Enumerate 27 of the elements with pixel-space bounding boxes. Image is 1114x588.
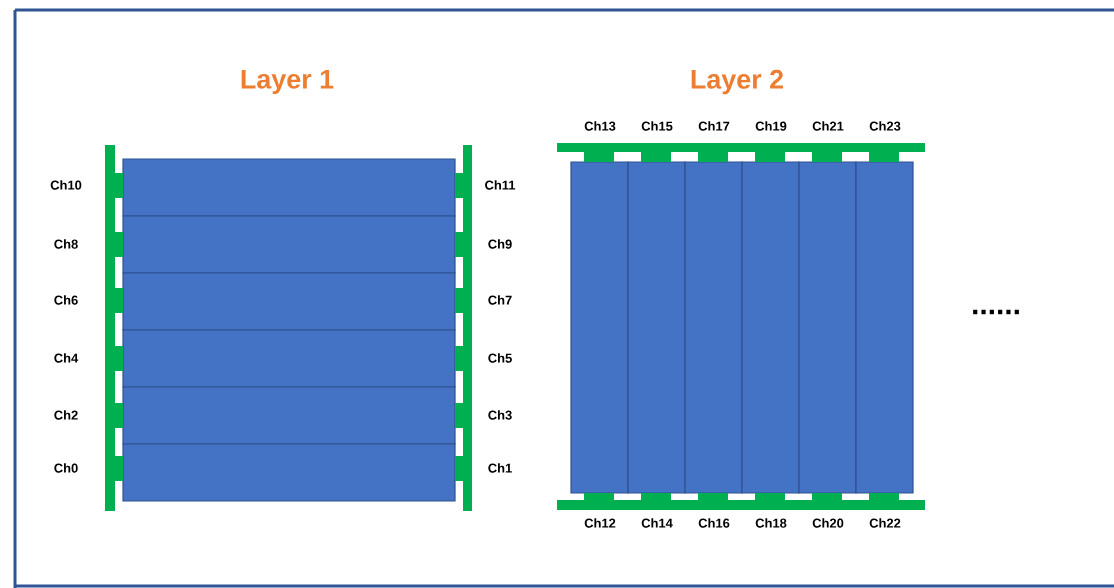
channel-label: Ch3 <box>488 410 512 420</box>
channel-label: Ch8 <box>54 239 78 249</box>
channel-label: Ch10 <box>50 180 82 190</box>
layer-title: Layer 2 <box>691 69 783 95</box>
channel-label: Ch6 <box>54 295 78 305</box>
channel-label: Ch12 <box>584 518 616 528</box>
channel-label: Ch9 <box>488 239 512 249</box>
channel-label: Ch18 <box>755 518 787 528</box>
channel-label: Ch19 <box>755 121 787 131</box>
channel-label: Ch15 <box>641 121 673 131</box>
layer-title: Layer 1 <box>241 69 334 95</box>
channel-label: Ch13 <box>584 121 616 131</box>
channel-label: Ch0 <box>54 463 78 473</box>
channel-label: Ch1 <box>488 463 512 473</box>
channel-label: Ch21 <box>812 121 844 131</box>
channel-label: Ch2 <box>54 410 78 420</box>
channel-label: Ch4 <box>54 353 79 363</box>
channel-label: Ch22 <box>869 518 901 528</box>
channel-label: Ch14 <box>641 518 673 528</box>
channel-label: Ch5 <box>488 353 512 363</box>
channel-label: Ch20 <box>812 518 844 528</box>
channel-label: Ch16 <box>698 518 730 528</box>
channel-label: Ch7 <box>488 295 512 305</box>
channel-label: Ch23 <box>869 121 901 131</box>
channel-label: Ch11 <box>485 180 516 190</box>
channel-label: Ch17 <box>698 121 730 131</box>
ellipsis: ...... <box>973 309 1019 315</box>
